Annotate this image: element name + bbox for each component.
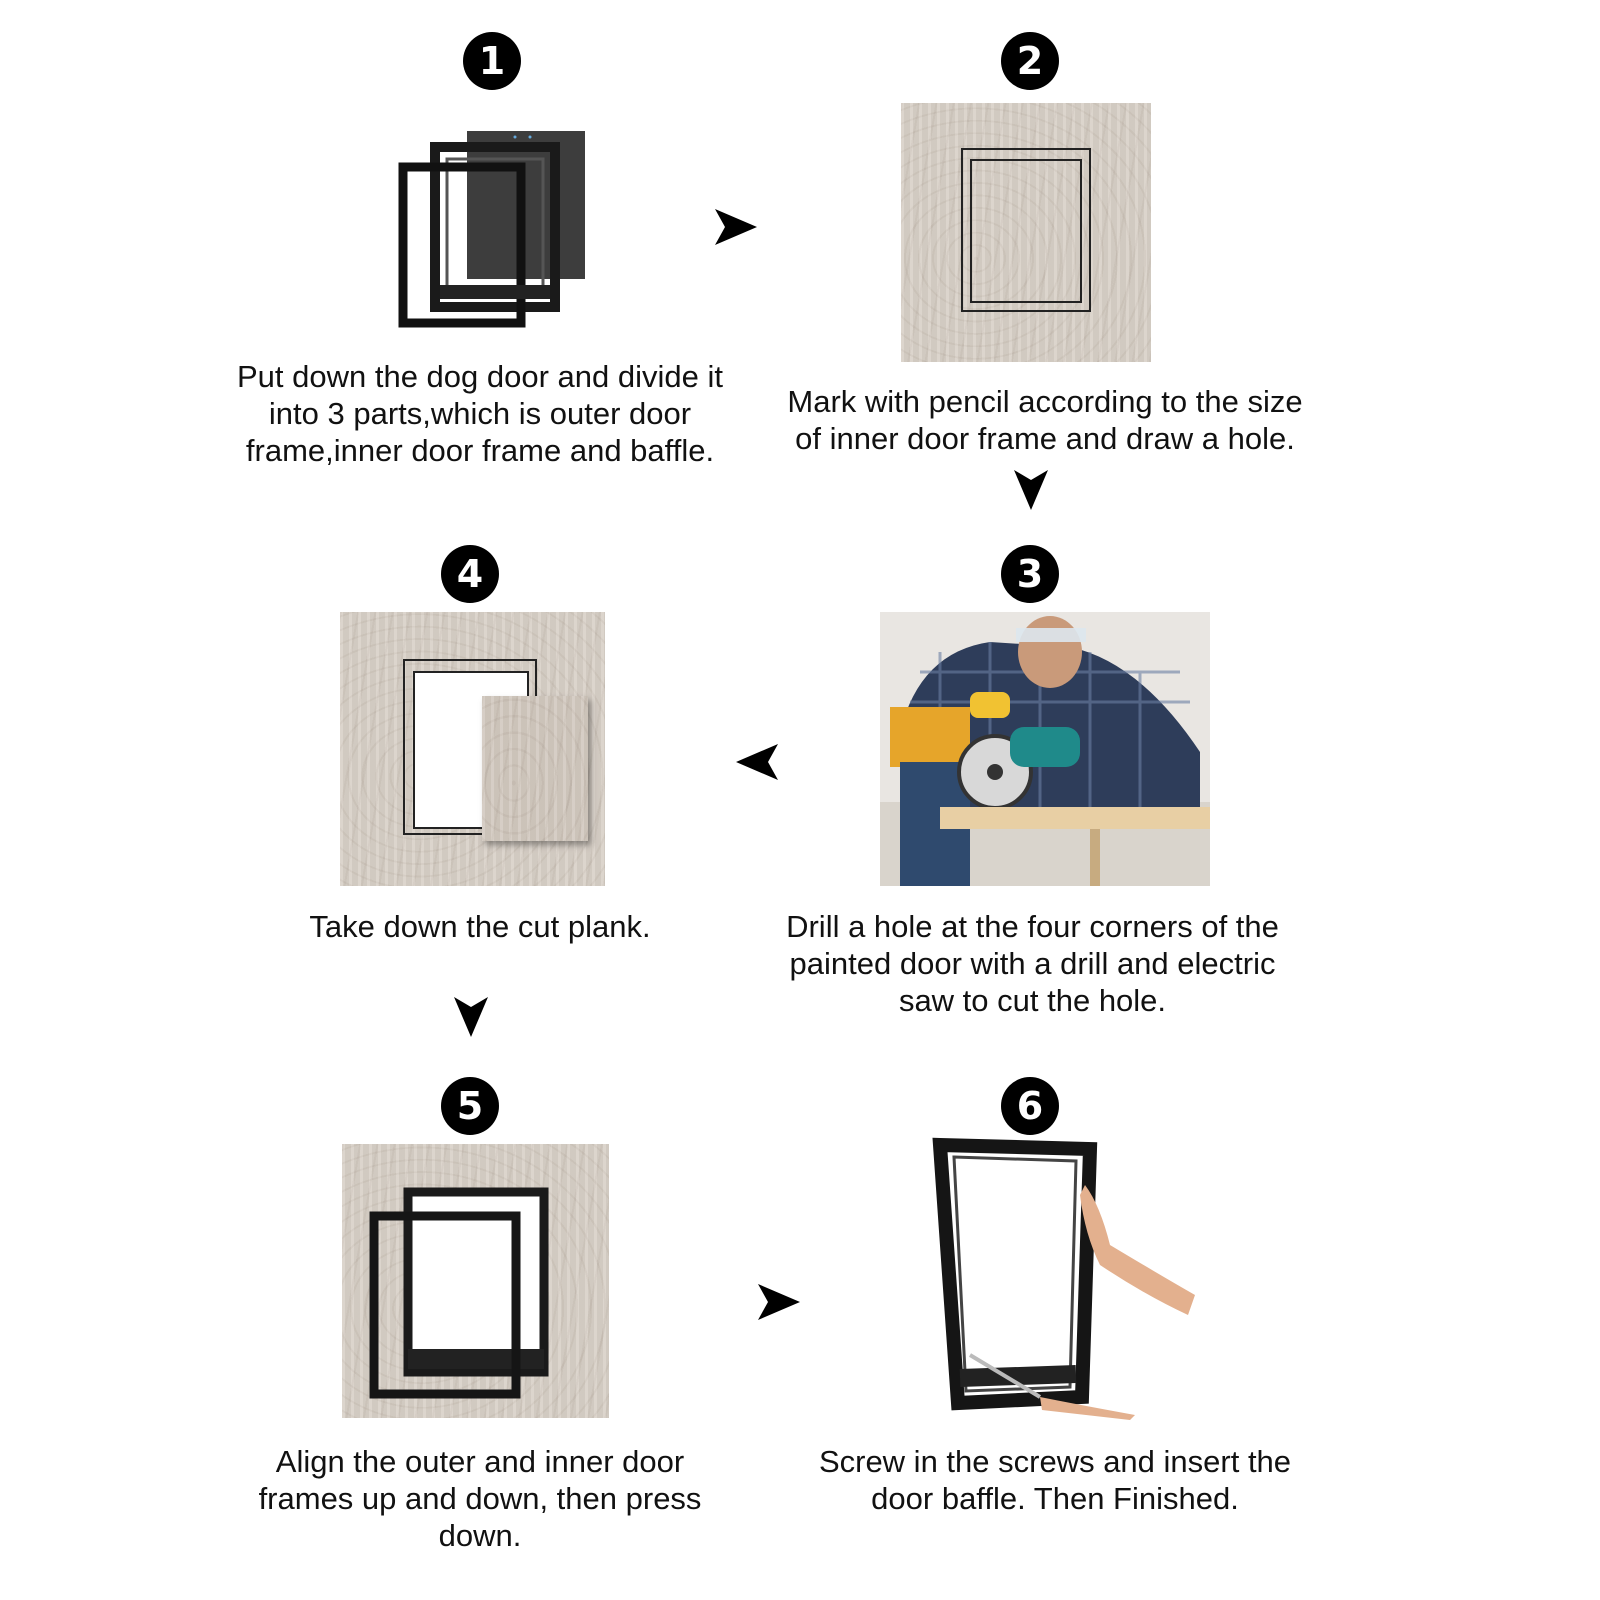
outer-frame xyxy=(369,1211,521,1399)
caption-line: door baffle. Then Finished. xyxy=(871,1481,1239,1516)
aligned-frames xyxy=(369,1187,549,1399)
step-3-badge: 3 xyxy=(1001,545,1059,603)
caption-line: frame,inner door frame and baffle. xyxy=(245,433,715,468)
step-2-caption: Mark with pencil according to the size o… xyxy=(760,383,1330,457)
circular-saw-photo xyxy=(880,612,1210,886)
step-6-number: 6 xyxy=(1016,1084,1044,1128)
inner-frame xyxy=(403,1187,549,1377)
step-3-caption: Drill a hole at the four corners of the … xyxy=(750,908,1315,1019)
arrow-down-icon xyxy=(1014,470,1048,510)
baffle-panel xyxy=(467,131,585,279)
step-1-badge: 1 xyxy=(463,32,521,90)
wood-panel-with-frames xyxy=(342,1144,609,1418)
pencil-outline-inner xyxy=(970,159,1082,303)
step-6-caption: Screw in the screws and insert the door … xyxy=(780,1443,1330,1517)
step-5-number: 5 xyxy=(456,1084,484,1128)
step-4-badge: 4 xyxy=(441,545,499,603)
caption-line: Put down the dog door and divide it xyxy=(236,359,723,394)
screwdriver xyxy=(968,1353,1042,1399)
cut-plank xyxy=(482,696,588,841)
step-3-number: 3 xyxy=(1016,552,1044,596)
arrow-right-icon xyxy=(758,1284,800,1320)
inner-door-frame xyxy=(430,142,560,312)
baffle-insertion-illustration xyxy=(932,1137,1195,1420)
step-6-badge: 6 xyxy=(1001,1077,1059,1135)
caption-line: saw to cut the hole. xyxy=(898,983,1167,1018)
step-4-caption: Take down the cut plank. xyxy=(240,908,720,945)
step-4-number: 4 xyxy=(456,552,484,596)
step-1-caption: Put down the dog door and divide it into… xyxy=(200,358,760,469)
pencil-outline-outer xyxy=(961,148,1091,312)
caption-line: Screw in the screws and insert the xyxy=(818,1444,1292,1479)
step-5-badge: 5 xyxy=(441,1077,499,1135)
arrow-right-icon xyxy=(715,209,757,245)
arrow-left-icon xyxy=(736,744,778,780)
arrow-down-icon xyxy=(454,997,488,1037)
step-2-number: 2 xyxy=(1016,39,1044,83)
caption-line: into 3 parts,which is outer door xyxy=(268,396,692,431)
caption-line: frames up and down, then press xyxy=(258,1481,702,1516)
caption-line: down. xyxy=(438,1518,522,1553)
step-5-caption: Align the outer and inner door frames up… xyxy=(215,1443,745,1554)
caption-line: Mark with pencil according to the size xyxy=(787,384,1303,419)
caption-line: painted door with a drill and electric xyxy=(789,946,1276,981)
hand-bottom xyxy=(1040,1397,1135,1420)
caption-line: Take down the cut plank. xyxy=(309,909,651,944)
dog-door-parts-illustration xyxy=(398,131,585,328)
hand-top xyxy=(1080,1185,1195,1315)
caption-line: of inner door frame and draw a hole. xyxy=(795,421,1295,456)
step-1-number: 1 xyxy=(478,39,506,83)
caption-line: Drill a hole at the four corners of the xyxy=(786,909,1279,944)
wood-panel-with-hole xyxy=(340,612,605,886)
caption-line: Align the outer and inner door xyxy=(275,1444,685,1479)
step-2-badge: 2 xyxy=(1001,32,1059,90)
outer-door-frame xyxy=(398,162,526,328)
wood-panel-marked xyxy=(901,103,1151,362)
installed-frame xyxy=(932,1137,1098,1411)
